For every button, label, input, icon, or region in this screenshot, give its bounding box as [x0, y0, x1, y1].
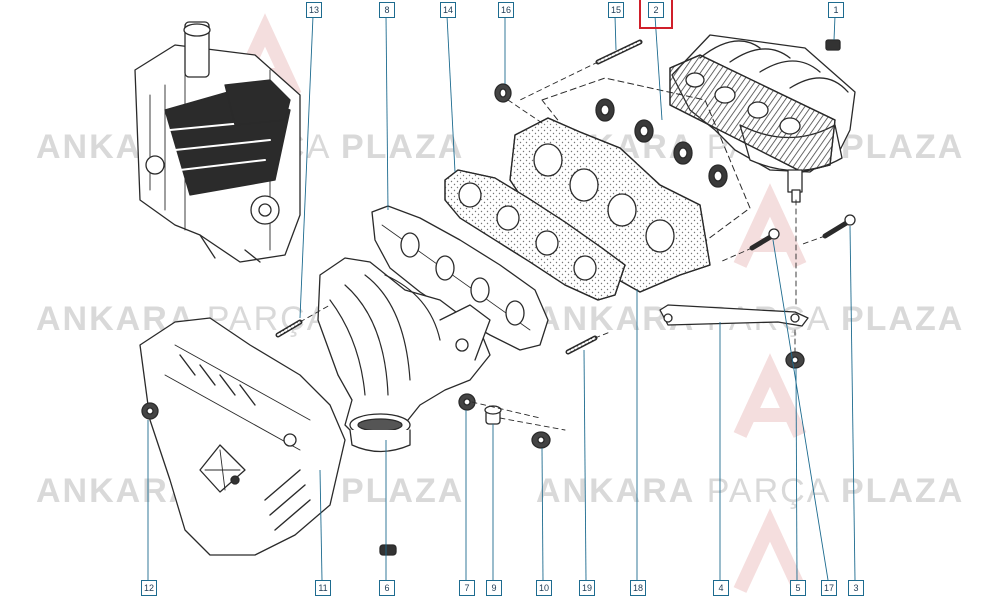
- part-10-nut: [531, 431, 551, 449]
- callout-17[interactable]: 17: [821, 580, 837, 596]
- watermark-row-3-right: ANKARA PARÇA PLAZA: [536, 472, 965, 510]
- callout-8[interactable]: 8: [379, 2, 395, 18]
- callout-10[interactable]: 10: [536, 580, 552, 596]
- part-17-bolt: [749, 228, 780, 251]
- part-16-nut: [494, 83, 512, 103]
- callout-leader-lines: [147, 15, 856, 581]
- part-9-plug: [484, 405, 502, 425]
- callout-18[interactable]: 18: [630, 580, 646, 596]
- callout-13[interactable]: 13: [306, 2, 322, 18]
- part-15-stud: [595, 39, 643, 65]
- callout-6[interactable]: 6: [379, 580, 395, 596]
- callout-16[interactable]: 16: [498, 2, 514, 18]
- part-3-bolt: [822, 214, 856, 239]
- callout-1[interactable]: 1: [828, 2, 844, 18]
- engine-overview-image: [134, 21, 301, 263]
- stud-left: [275, 319, 303, 338]
- part-8-heat-shield-plate: [371, 205, 549, 351]
- part-18-head-flange: [509, 117, 711, 293]
- callout-15[interactable]: 15: [608, 2, 624, 18]
- part-1-intake-manifold: [669, 34, 856, 203]
- highlight-frame-part-2: [639, 0, 673, 29]
- part-7-nut: [458, 393, 476, 411]
- callout-7[interactable]: 7: [459, 580, 475, 596]
- part-6-clip: [379, 544, 397, 556]
- part-19-stud: [565, 335, 598, 355]
- callout-14[interactable]: 14: [440, 2, 456, 18]
- part-5-nut: [785, 351, 805, 369]
- part-12-nut: [141, 402, 159, 420]
- part-4-bracket: [659, 304, 809, 327]
- part-1-clip: [825, 39, 841, 51]
- callout-9[interactable]: 9: [486, 580, 502, 596]
- callout-11[interactable]: 11: [315, 580, 331, 596]
- callout-19[interactable]: 19: [579, 580, 595, 596]
- callout-5[interactable]: 5: [790, 580, 806, 596]
- part-14-exhaust-gasket: [444, 169, 626, 301]
- assembly-guide-lines: [299, 61, 826, 431]
- callout-4[interactable]: 4: [713, 580, 729, 596]
- exhaust-manifold-assembly: [317, 257, 491, 453]
- part-11-manifold-heat-cover: [139, 317, 346, 556]
- callout-3[interactable]: 3: [848, 580, 864, 596]
- callout-2[interactable]: 2: [648, 2, 664, 18]
- part-2-port-seal-rings: [595, 98, 728, 188]
- callout-12[interactable]: 12: [141, 580, 157, 596]
